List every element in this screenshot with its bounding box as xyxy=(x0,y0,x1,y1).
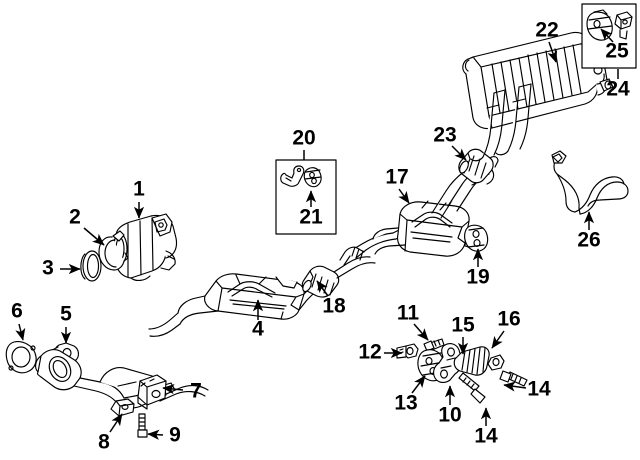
part-tailpipe xyxy=(551,150,629,215)
callout-number-1: 1 xyxy=(133,178,145,201)
part-bolt-long-14b xyxy=(458,372,486,404)
leader-13 xyxy=(411,375,426,394)
callout-number-9: 9 xyxy=(169,424,181,447)
part-pipe-connector-sleeve xyxy=(458,148,499,184)
callout-number-14: 14 xyxy=(527,378,551,401)
callout-number-18: 18 xyxy=(322,295,346,318)
callout-number-25: 25 xyxy=(605,40,629,63)
callout-number-26: 26 xyxy=(577,229,600,252)
part-bolt-long-14a xyxy=(499,370,528,387)
callout-number-17: 17 xyxy=(385,166,408,189)
part-bolt-9 xyxy=(137,413,148,438)
part-gasket-seal-ring xyxy=(80,250,102,282)
leader-8 xyxy=(109,413,123,433)
callout-number-8: 8 xyxy=(98,431,110,454)
callout-number-20: 20 xyxy=(292,127,315,150)
leader-9 xyxy=(147,429,164,440)
callout-number-4: 4 xyxy=(252,318,264,341)
callout-number-12: 12 xyxy=(358,341,381,364)
callout-number-10: 10 xyxy=(438,404,461,427)
callout-number-14b: 14 xyxy=(474,425,498,448)
leader-16 xyxy=(491,330,505,349)
leader-17 xyxy=(398,188,410,204)
part-gasket-flange xyxy=(5,341,37,374)
callout-number-19: 19 xyxy=(466,266,489,289)
leader-2 xyxy=(83,227,105,246)
parts-artwork xyxy=(5,3,637,438)
part-washer-16 xyxy=(487,354,505,371)
leader-11 xyxy=(413,323,429,341)
leader-6 xyxy=(15,323,26,341)
callout-number-13: 13 xyxy=(394,392,417,415)
callout-number-7: 7 xyxy=(190,380,202,403)
callout-number-16: 16 xyxy=(497,308,520,331)
part-hanger-bracket xyxy=(137,374,167,410)
callout-number-2: 2 xyxy=(69,206,81,229)
leader-14 xyxy=(503,381,527,392)
leader-22 xyxy=(547,41,558,63)
callout-number-23: 23 xyxy=(433,124,456,147)
callout-number-15: 15 xyxy=(451,314,475,337)
leader-18 xyxy=(316,280,329,297)
callout-number-6: 6 xyxy=(11,300,23,323)
callout-number-5: 5 xyxy=(60,303,72,326)
part-main-muffler xyxy=(462,31,618,162)
part-catalytic-converter-front xyxy=(112,213,178,282)
leader-7 xyxy=(162,384,184,395)
callout-number-21: 21 xyxy=(299,206,323,229)
part-hanger-insulator xyxy=(464,224,489,252)
leader-23 xyxy=(451,145,467,161)
leader-25 xyxy=(600,28,614,43)
callout-numbers: 1 2 3 4 5 6 7 8 9 10 11 12 13 14 14 15 1… xyxy=(11,19,630,454)
callout-number-3: 3 xyxy=(42,257,54,280)
callout-number-24: 24 xyxy=(606,78,630,101)
callout-layer xyxy=(15,28,619,440)
callout-number-11: 11 xyxy=(397,302,420,325)
part-bolt-short-11 xyxy=(423,338,445,352)
callout-number-22: 22 xyxy=(535,19,558,42)
part-hardware-cluster xyxy=(396,338,528,404)
